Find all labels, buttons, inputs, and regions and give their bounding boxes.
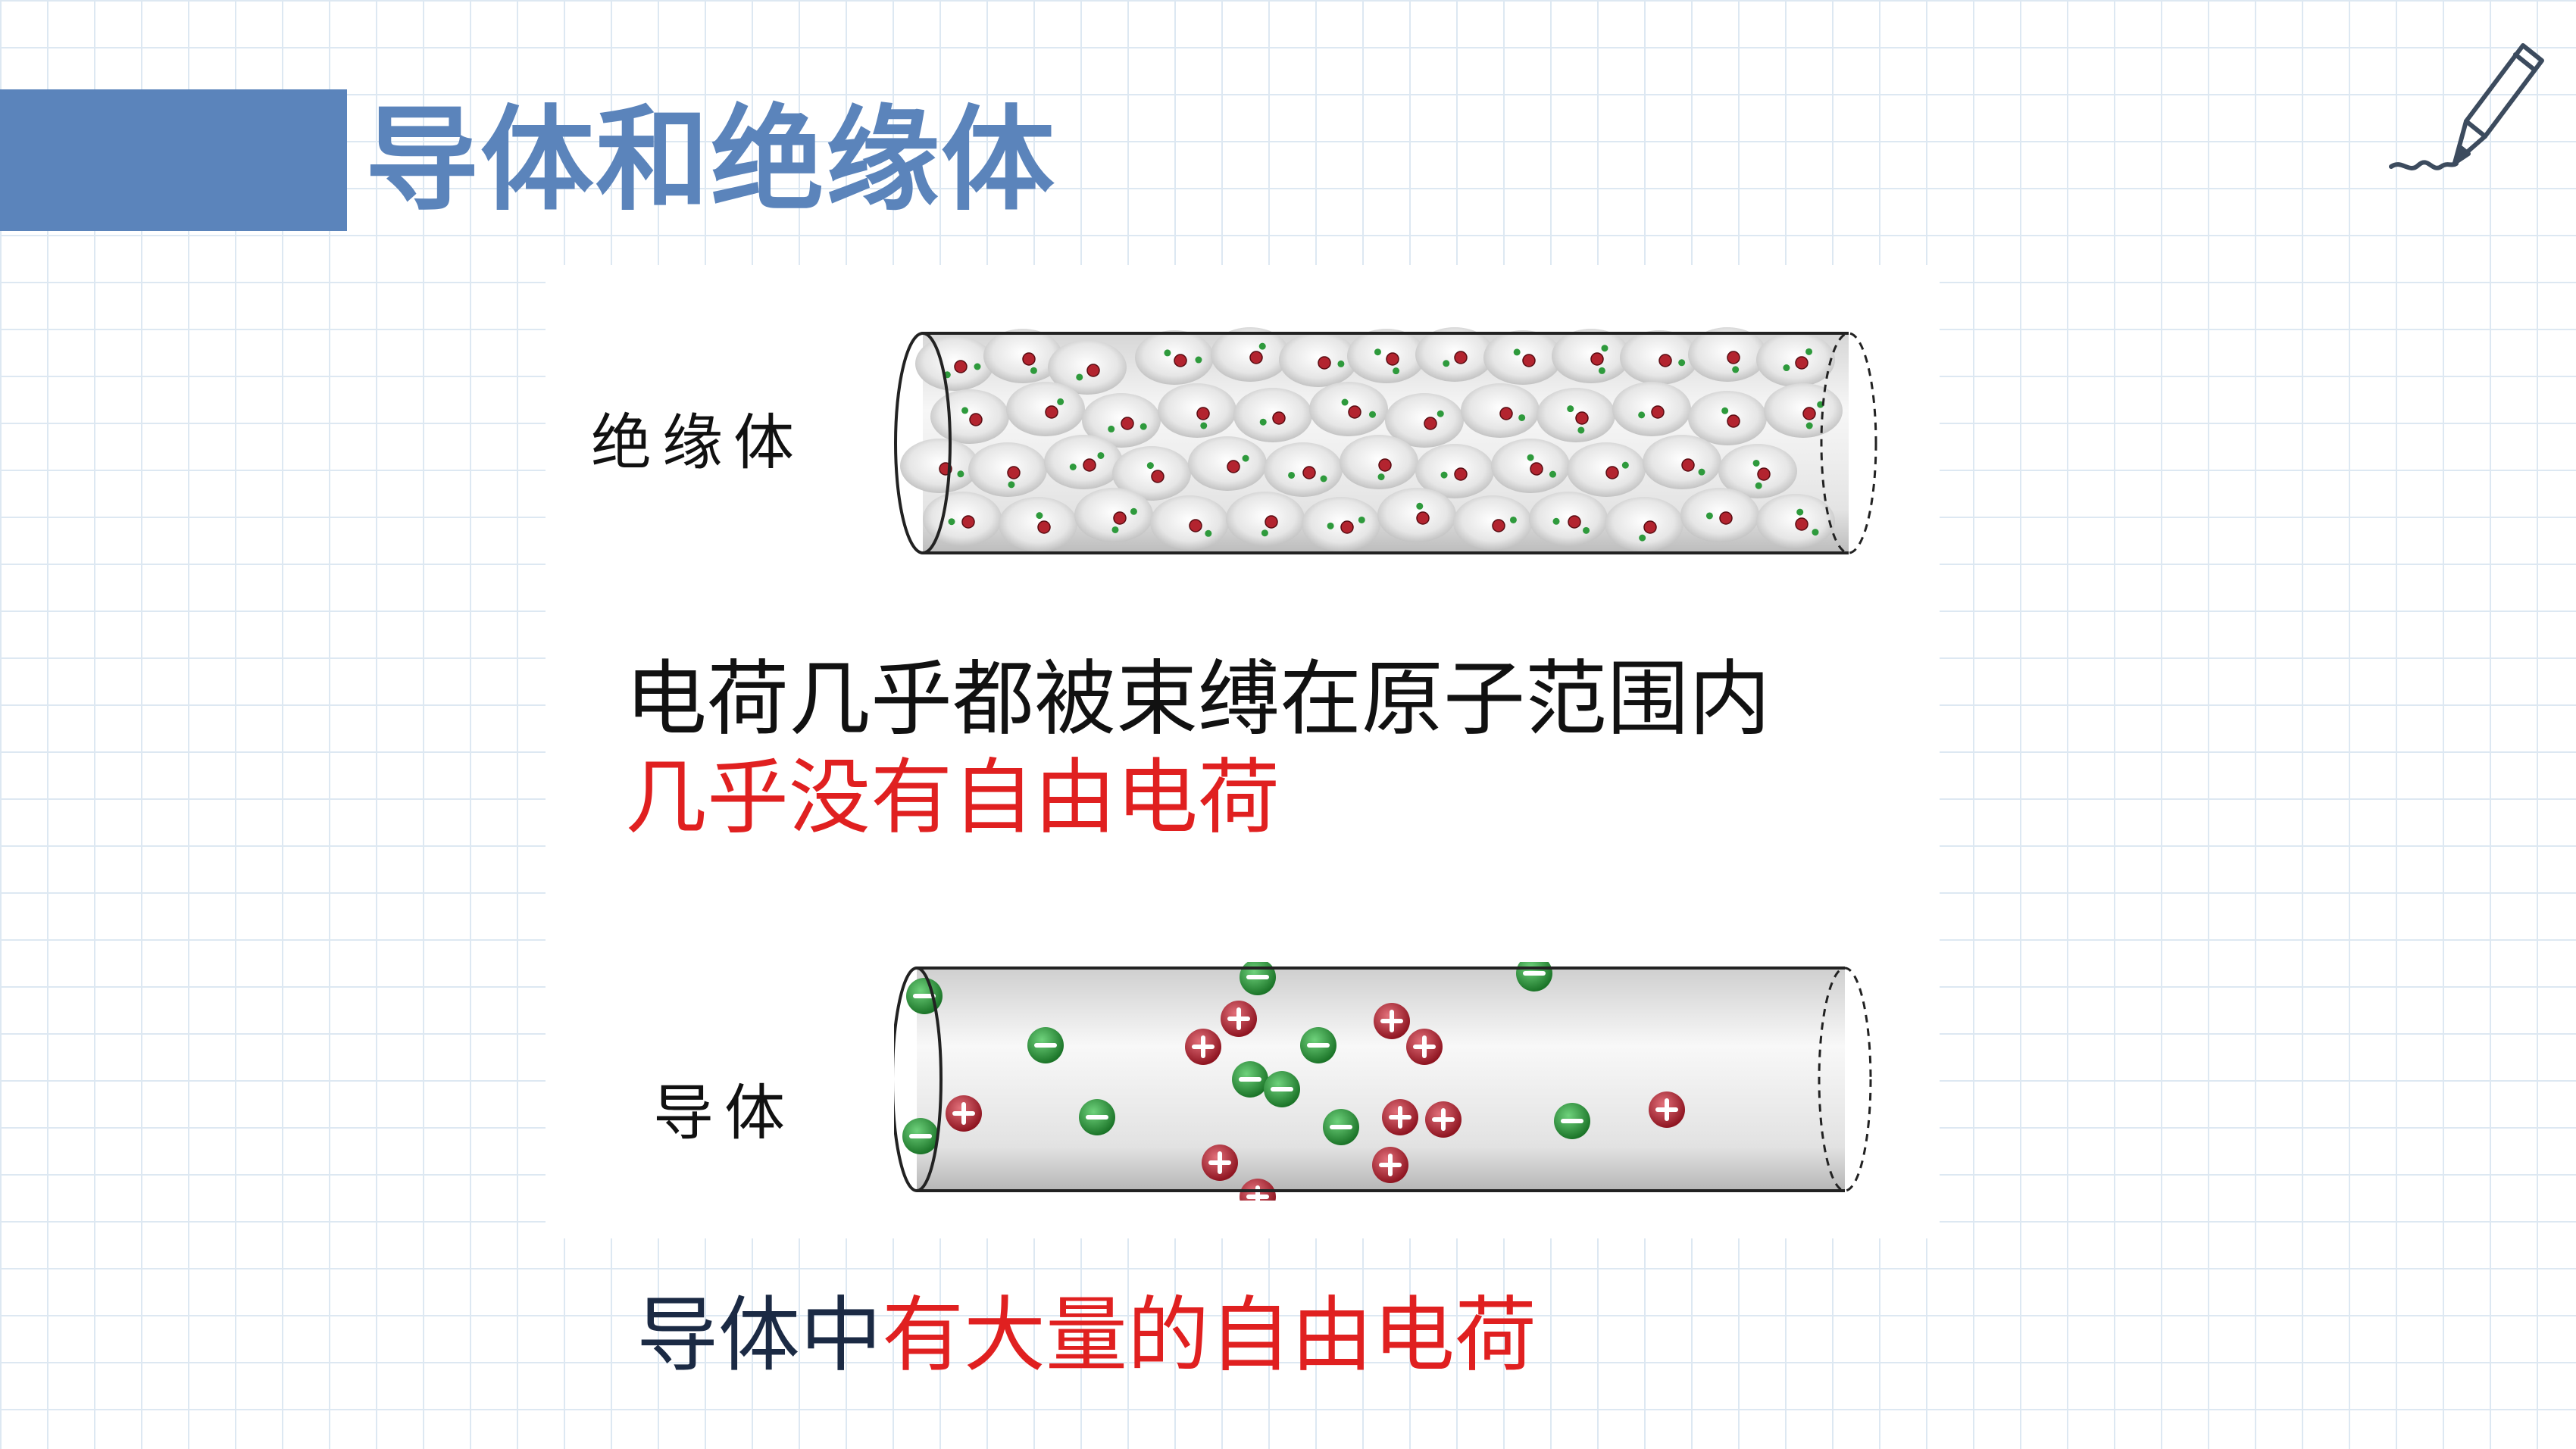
negative-charge-icon bbox=[1240, 962, 1276, 995]
positive-charge-icon bbox=[1202, 1145, 1238, 1181]
page-title: 导体和绝缘体 bbox=[365, 95, 1057, 226]
positive-charge-icon bbox=[1185, 1029, 1221, 1065]
atom bbox=[1048, 340, 1127, 395]
positive-charge-icon bbox=[1374, 1003, 1410, 1039]
atom bbox=[1756, 494, 1835, 548]
atom bbox=[1643, 435, 1721, 489]
atom bbox=[1461, 383, 1540, 438]
atom bbox=[1158, 383, 1236, 438]
atom bbox=[1302, 497, 1380, 551]
positive-charge-icon bbox=[946, 1095, 982, 1132]
atom bbox=[1233, 388, 1312, 442]
conductor-caption-part1: 导体中 bbox=[636, 1288, 883, 1383]
atom bbox=[1377, 488, 1456, 542]
atom bbox=[1226, 492, 1305, 546]
atom bbox=[1680, 488, 1759, 542]
atom bbox=[1150, 495, 1229, 550]
atom bbox=[900, 439, 979, 493]
atom bbox=[1764, 383, 1843, 438]
conductor-label: 导体 bbox=[653, 1078, 796, 1148]
atom bbox=[1483, 330, 1562, 385]
positive-charge-icon bbox=[1372, 1147, 1408, 1183]
atom bbox=[1415, 444, 1494, 498]
conductor-tube bbox=[894, 962, 1872, 1201]
atom bbox=[1453, 495, 1532, 550]
conductor-charges bbox=[902, 962, 1685, 1201]
atom bbox=[923, 492, 1002, 546]
atom bbox=[1612, 382, 1691, 436]
atom bbox=[1309, 382, 1388, 436]
atom bbox=[1756, 333, 1835, 387]
atom bbox=[1567, 442, 1646, 497]
insulator-label: 绝缘体 bbox=[591, 408, 805, 478]
pencil-icon bbox=[2389, 43, 2544, 170]
atom bbox=[968, 442, 1047, 497]
atom bbox=[1264, 442, 1343, 497]
atom bbox=[1347, 329, 1426, 383]
atom bbox=[915, 336, 994, 391]
atom bbox=[1211, 327, 1290, 382]
positive-charge-icon bbox=[1649, 1091, 1685, 1128]
atom bbox=[1718, 444, 1797, 498]
negative-charge-icon bbox=[1232, 1061, 1268, 1098]
atom bbox=[1188, 436, 1267, 491]
atom bbox=[1074, 488, 1153, 542]
negative-charge-icon bbox=[902, 1118, 939, 1154]
atom bbox=[1620, 330, 1699, 385]
insulator-tube-right-end bbox=[1820, 332, 1877, 554]
positive-charge-icon bbox=[1221, 1001, 1257, 1037]
atom bbox=[1605, 497, 1683, 551]
atom bbox=[1415, 327, 1494, 382]
positive-charge-icon bbox=[1425, 1101, 1462, 1138]
insulator-atoms bbox=[900, 327, 1843, 551]
insulator-highlight: 几乎没有自由电荷 bbox=[625, 751, 1280, 845]
atom bbox=[1112, 446, 1191, 501]
conductor-caption-part2: 有大量的自由电荷 bbox=[882, 1288, 1537, 1383]
negative-charge-icon bbox=[1027, 1027, 1064, 1063]
atom bbox=[1552, 329, 1630, 383]
atom bbox=[1044, 435, 1123, 489]
atom bbox=[1688, 327, 1767, 382]
atom bbox=[1082, 393, 1161, 448]
insulator-tube bbox=[894, 327, 1877, 554]
atom bbox=[1491, 439, 1570, 493]
atom bbox=[1688, 391, 1767, 445]
atom bbox=[983, 329, 1062, 383]
atom bbox=[1135, 330, 1214, 385]
atom bbox=[1340, 435, 1418, 489]
atom bbox=[1385, 393, 1464, 448]
atom bbox=[1006, 382, 1085, 436]
positive-charge-icon bbox=[1382, 1099, 1418, 1135]
negative-charge-icon bbox=[1300, 1027, 1336, 1063]
negative-charge-icon bbox=[1264, 1071, 1300, 1107]
title-bar bbox=[0, 89, 347, 231]
conductor-caption: 导体中有大量的自由电荷 bbox=[636, 1288, 1537, 1385]
atom bbox=[1529, 492, 1608, 546]
atom bbox=[999, 497, 1077, 551]
atom bbox=[1279, 333, 1358, 387]
negative-charge-icon bbox=[1079, 1099, 1115, 1135]
insulator-description: 电荷几乎都被束缚在原子范围内 bbox=[625, 652, 1771, 747]
positive-charge-icon bbox=[1406, 1029, 1443, 1065]
atom bbox=[930, 389, 1009, 444]
atom bbox=[1537, 388, 1615, 442]
negative-charge-icon bbox=[1323, 1109, 1359, 1145]
negative-charge-icon bbox=[1554, 1103, 1590, 1139]
